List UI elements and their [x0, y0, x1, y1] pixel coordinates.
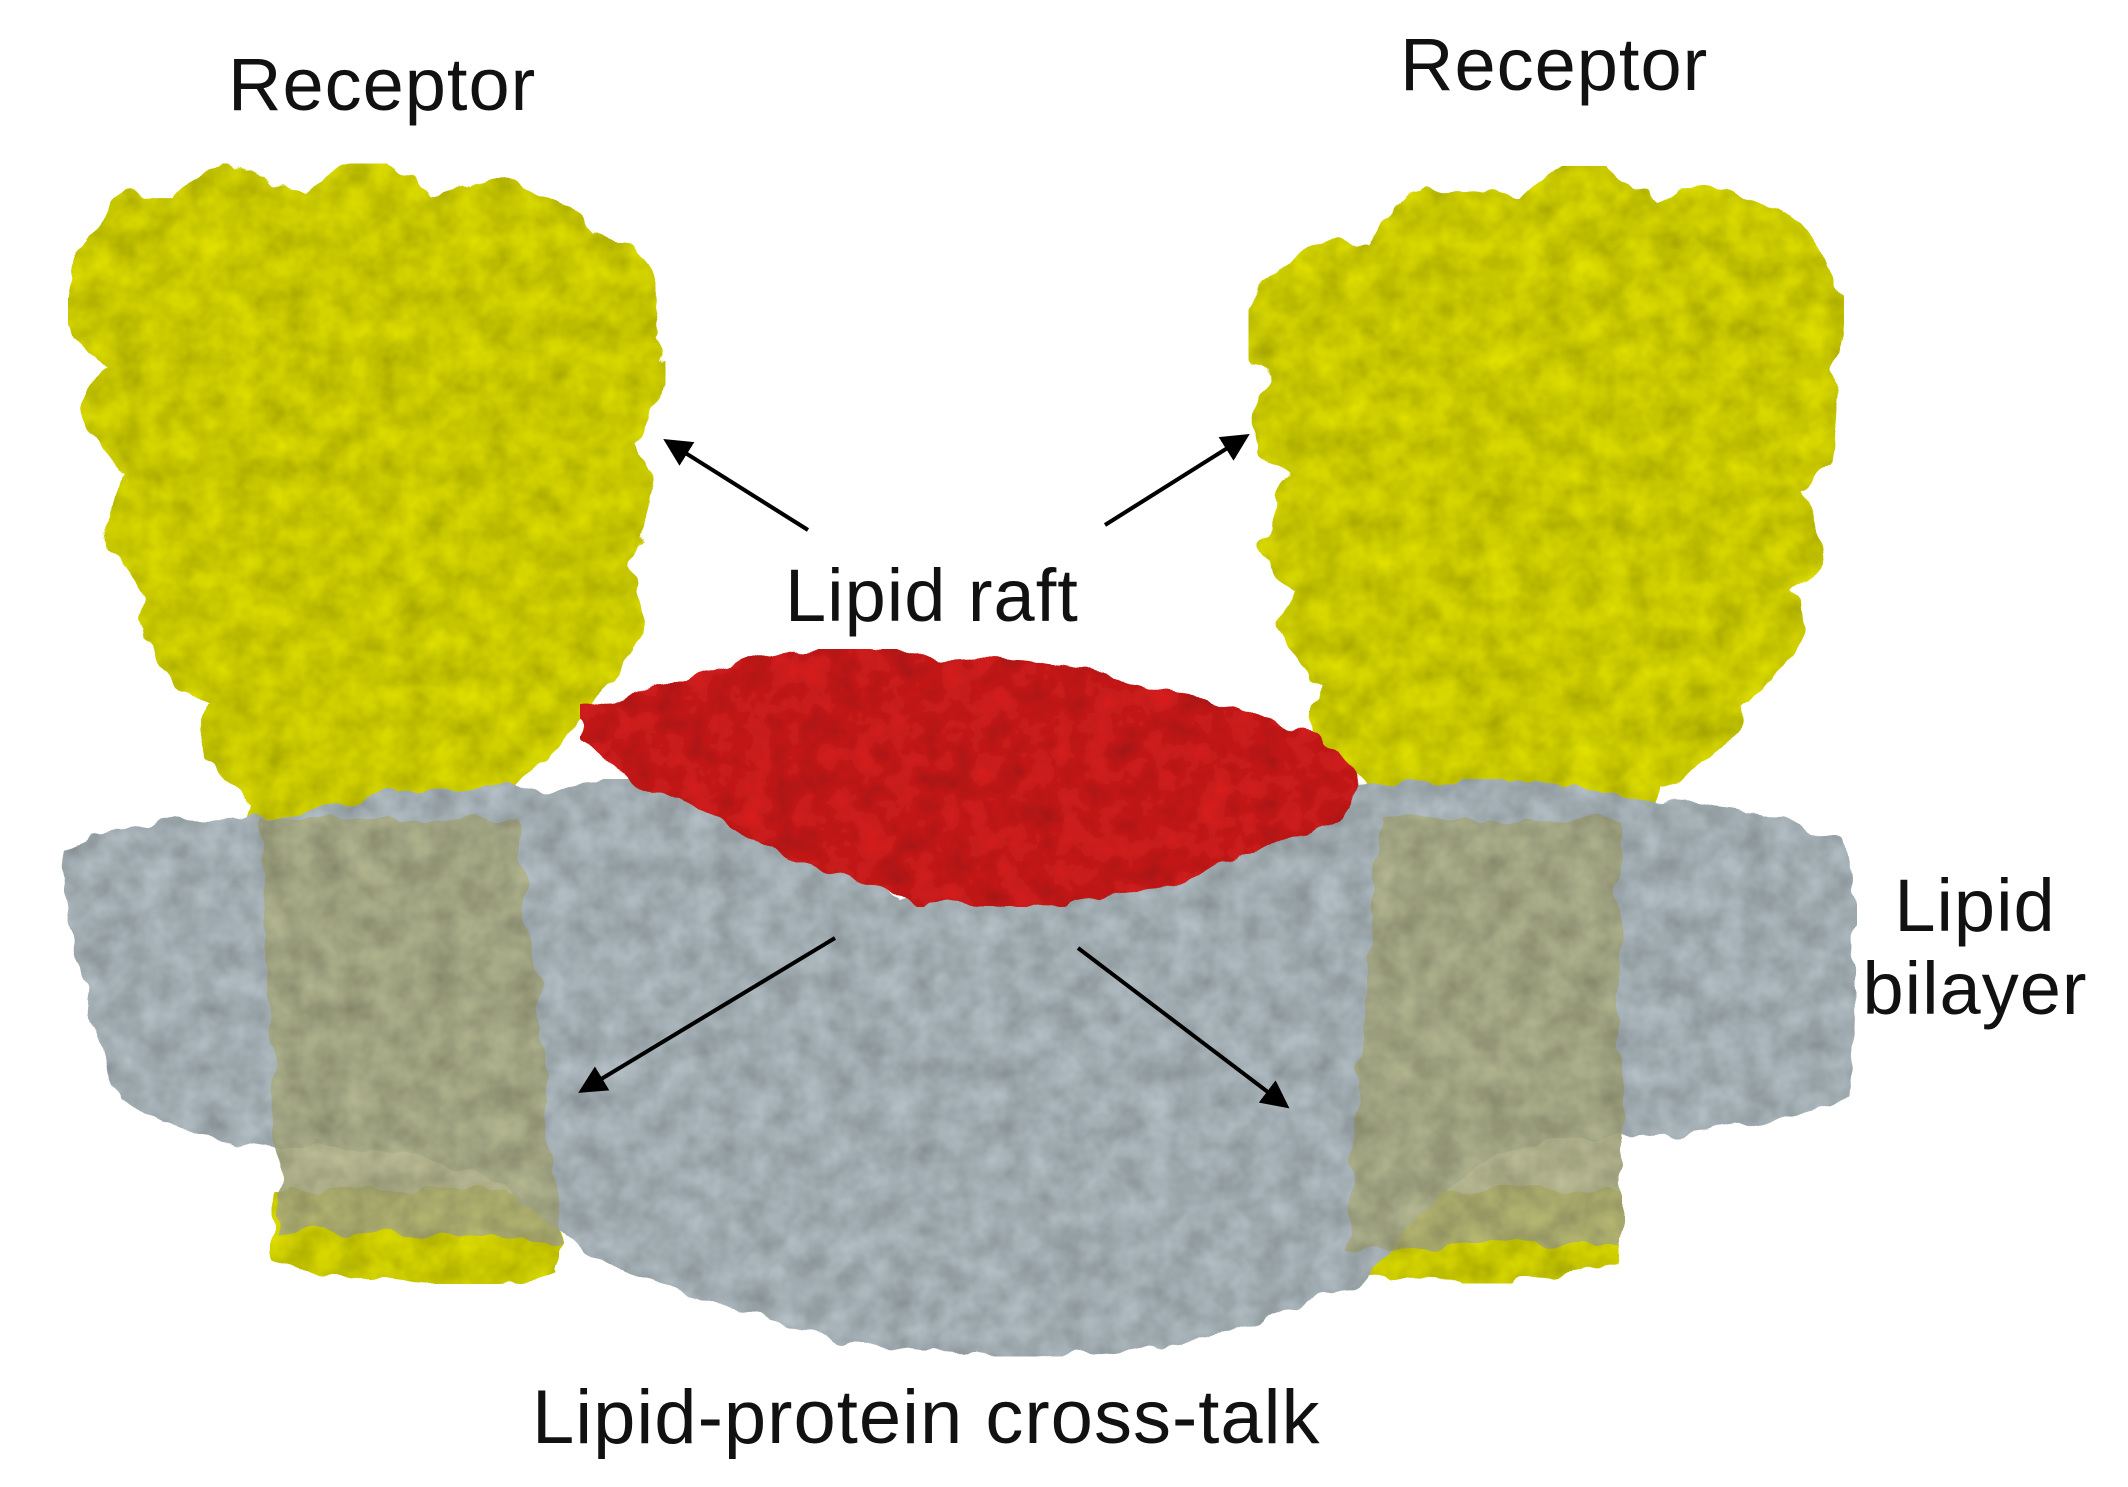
lipid-raft-label: Lipid raft: [785, 554, 1079, 637]
arrow-icon: [1076, 946, 1290, 1109]
lipid-bilayer: [60, 779, 1857, 1357]
receptor-left-label: Receptor: [228, 43, 537, 126]
receptor-right-label: Receptor: [1400, 23, 1709, 106]
arrow-icon: [663, 439, 810, 532]
arrow-icon: [1103, 434, 1250, 527]
lipid-raft: [580, 649, 1361, 907]
arrow-icon: [578, 936, 837, 1093]
lipid-bilayer-label: Lipid bilayer: [1862, 864, 2088, 1030]
crosstalk-label: Lipid-protein cross-talk: [532, 1375, 1321, 1460]
